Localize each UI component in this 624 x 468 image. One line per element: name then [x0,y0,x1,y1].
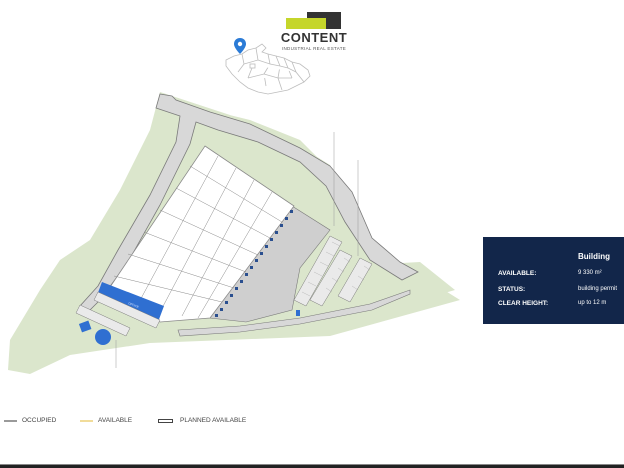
parking-east [293,235,373,307]
map-pin-icon [234,38,246,54]
info-label: STATUS: [498,286,526,293]
parking-west [75,291,161,337]
logo-tagline: INDUSTRIAL REAL ESTATE [281,46,347,51]
access-road [79,93,419,313]
occupied-swatch-icon [4,420,17,422]
logo-brand-name: CONTENT [280,30,348,45]
logo-lime-block [286,18,326,29]
leader-lines [115,132,359,368]
parking-stall-lines [301,241,371,297]
company-logo: CONTENT INDUSTRIAL REAL ESTATE [274,10,354,54]
dock-doors [215,210,293,317]
footer-bar [0,465,624,468]
country-outline [225,43,311,95]
info-heading: Building [578,252,610,261]
footer-divider [0,464,624,465]
planned-available-swatch-icon [158,419,173,423]
legend-label: OCCUPIED [22,417,57,424]
svg-text:OFFICE: OFFICE [128,301,140,309]
available-swatch-icon [80,420,93,422]
legend-label: PLANNED AVAILABLE [180,417,247,424]
info-label: AVAILABLE: [498,270,537,277]
info-value: 9 330 m² [578,270,602,276]
building-info-panel: Building AVAILABLE: 9 330 m² STATUS: bui… [483,237,624,324]
legend-label: AVAILABLE [98,417,133,424]
info-label: CLEAR HEIGHT: [498,300,549,307]
site-plan: OFFICE [8,92,460,374]
location-minimap [225,38,311,95]
gatehouse [296,310,300,316]
info-value: up to 12 m [578,300,607,306]
lower-road [177,289,411,337]
info-value: building permit [578,286,618,292]
sprinkler-tanks [78,320,111,345]
warehouse-building [103,145,295,323]
office-block-available[interactable]: OFFICE [96,282,164,322]
